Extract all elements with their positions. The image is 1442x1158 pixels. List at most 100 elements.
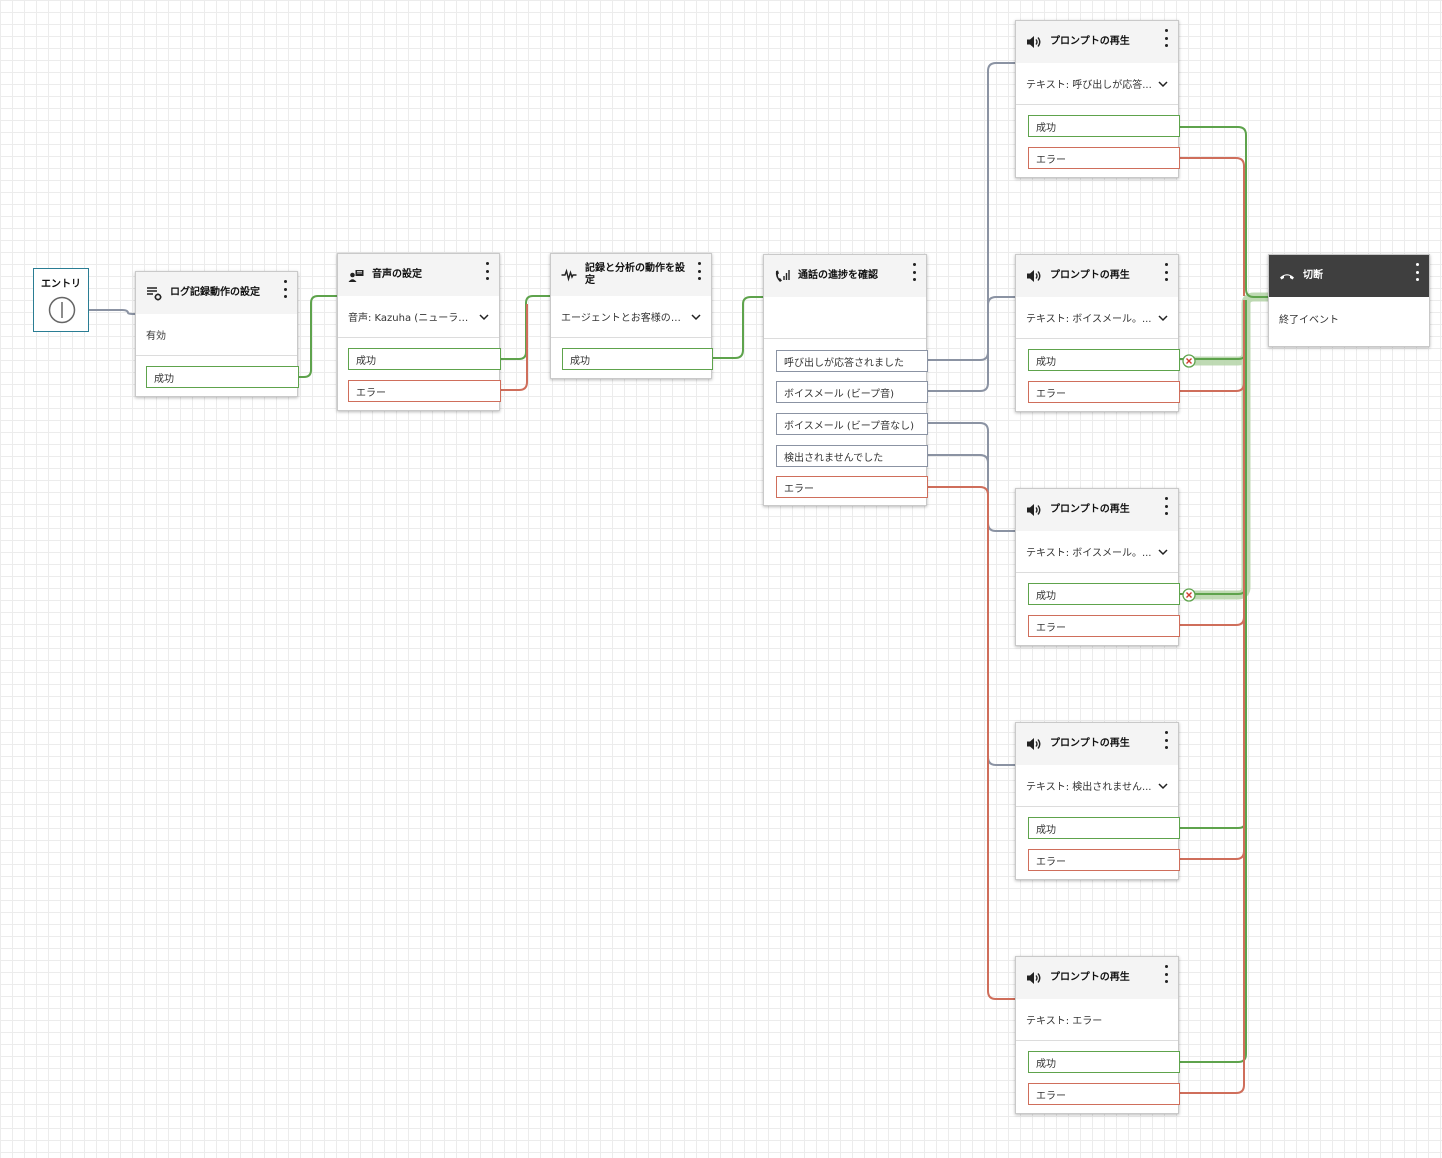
block-title: プロンプトの再生 [1050,270,1130,281]
block-header[interactable]: プロンプトの再生 [1016,957,1178,999]
wire-entry-to-logging [75,307,148,321]
kebab-menu-icon[interactable] [282,280,288,298]
log-settings-icon [146,285,162,301]
branch-success[interactable]: 成功 [348,348,501,370]
branch-voicemail-beep[interactable]: ボイスメール (ビープ音) [776,381,928,403]
block-call-progress[interactable]: 通話の進捗を確認 呼び出しが応答されました ボイスメール (ビープ音) ボイスメ… [763,254,928,506]
kebab-menu-icon[interactable] [911,263,917,281]
block-title: プロンプトの再生 [1050,504,1130,515]
block-header[interactable]: 記録と分析の動作を設定 [551,254,711,296]
branch-error[interactable]: エラー [1028,849,1180,871]
wire-prompt1-error [1180,157,1245,296]
block-body[interactable]: エージェントとお客様の音... [551,296,711,338]
block-body[interactable]: テキスト: 検出されません... [1016,765,1178,807]
wire-progress-error-to-prompt5 [928,486,1029,1006]
branch-success[interactable]: 成功 [562,348,713,370]
block-header[interactable]: プロンプトの再生 [1016,255,1178,297]
wire-recording-to-progress [712,290,777,359]
block-header[interactable]: 切断 [1269,255,1429,297]
entry-block[interactable]: エントリ [33,268,89,332]
block-title: プロンプトの再生 [1050,972,1130,983]
block-body[interactable]: テキスト: ボイスメール。... [1016,297,1178,339]
block-header[interactable]: ログ記録動作の設定 [136,272,297,314]
wire-voicemail-beep-to-prompt2 [928,290,1029,392]
voice-settings-icon [348,267,364,283]
kebab-menu-icon[interactable] [1163,731,1169,749]
branch-success[interactable]: 成功 [146,366,299,388]
kebab-menu-icon[interactable] [1163,29,1169,47]
chevron-down-icon[interactable] [1158,79,1168,89]
block-body: 有効 [136,314,297,356]
branch-success[interactable]: 成功 [1028,1051,1180,1073]
branch-answered[interactable]: 呼び出しが応答されました [776,350,928,372]
block-title: 通話の進捗を確認 [798,270,878,281]
block-play-prompt-2[interactable]: プロンプトの再生 テキスト: ボイスメール。... 成功 エラー [1015,254,1180,412]
block-play-prompt-3[interactable]: プロンプトの再生 テキスト: ボイスメール。... 成功 エラー [1015,488,1180,646]
block-body: テキスト: エラー [1016,999,1178,1041]
kebab-menu-icon[interactable] [1163,965,1169,983]
block-header[interactable]: プロンプトの再生 [1016,21,1178,63]
branch-error[interactable]: エラー [776,476,928,498]
wire-prompt1-success-to-disconnect [1180,126,1281,304]
chevron-down-icon[interactable] [691,312,701,322]
branch-not-detected[interactable]: 検出されませんでした [776,445,928,467]
block-disconnect[interactable]: 切断 終了イベント [1268,254,1430,347]
chevron-down-icon[interactable] [1158,781,1168,791]
close-circle-icon[interactable] [1182,588,1196,602]
wire-answered-to-prompt1 [928,56,1029,361]
entry-point-icon [48,296,76,324]
speaker-icon [1026,970,1042,986]
branch-error[interactable]: エラー [348,380,501,402]
branch-success[interactable]: 成功 [1028,115,1180,137]
block-play-prompt-4[interactable]: プロンプトの再生 テキスト: 検出されません... 成功 エラー [1015,722,1180,880]
branch-voicemail-no-beep[interactable]: ボイスメール (ビープ音なし) [776,413,928,435]
call-progress-icon [774,268,790,284]
branch-success[interactable]: 成功 [1028,817,1180,839]
block-header[interactable]: プロンプトの再生 [1016,489,1178,531]
branch-error[interactable]: エラー [1028,615,1180,637]
wire-logging-to-voice [298,289,350,378]
branch-error[interactable]: エラー [1028,147,1180,169]
block-logging[interactable]: ログ記録動作の設定 有効 成功 [135,271,299,397]
block-title: 音声の設定 [372,269,422,280]
speaker-icon [1026,34,1042,50]
block-title: 記録と分析の動作を設定 [585,263,685,286]
wire-voice-error-to-recording [499,304,528,391]
speaker-icon [1026,736,1042,752]
block-header[interactable]: プロンプトの再生 [1016,723,1178,765]
block-title: ログ記録動作の設定 [170,287,260,298]
chevron-down-icon[interactable] [1158,547,1168,557]
block-body: 終了イベント [1279,314,1339,326]
branch-error[interactable]: エラー [1028,381,1180,403]
block-title: プロンプトの再生 [1050,36,1130,47]
kebab-menu-icon[interactable] [696,262,702,280]
kebab-menu-icon[interactable] [1163,263,1169,281]
block-play-prompt-1[interactable]: プロンプトの再生 テキスト: 呼び出しが応答... 成功 エラー [1015,20,1180,178]
close-circle-icon[interactable] [1182,354,1196,368]
kebab-menu-icon[interactable] [1414,263,1420,281]
branch-error[interactable]: エラー [1028,1083,1180,1105]
speaker-icon [1026,268,1042,284]
entry-label: エントリ [41,279,81,290]
chevron-down-icon[interactable] [479,312,489,322]
hangup-icon [1279,268,1295,284]
branch-success[interactable]: 成功 [1028,583,1180,605]
block-title: 切断 [1303,270,1323,281]
chevron-down-icon[interactable] [1158,313,1168,323]
block-recording[interactable]: 記録と分析の動作を設定 エージェントとお客様の音... 成功 [550,253,713,379]
kebab-menu-icon[interactable] [484,262,490,280]
block-body [764,297,926,339]
block-body[interactable]: テキスト: ボイスメール。... [1016,531,1178,573]
speaker-icon [1026,502,1042,518]
block-body[interactable]: テキスト: 呼び出しが応答... [1016,63,1178,105]
block-title: プロンプトの再生 [1050,738,1130,749]
wire-prompt5-error [1180,300,1245,1094]
branch-success[interactable]: 成功 [1028,349,1180,371]
block-body[interactable]: 音声: Kazuha (ニューラル... [338,296,499,338]
kebab-menu-icon[interactable] [1163,497,1169,515]
block-voice[interactable]: 音声の設定 音声: Kazuha (ニューラル... 成功 エラー [337,253,501,411]
block-play-prompt-5[interactable]: プロンプトの再生 テキスト: エラー 成功 エラー [1015,956,1180,1114]
block-header[interactable]: 通話の進捗を確認 [764,255,926,297]
block-header[interactable]: 音声の設定 [338,254,499,296]
